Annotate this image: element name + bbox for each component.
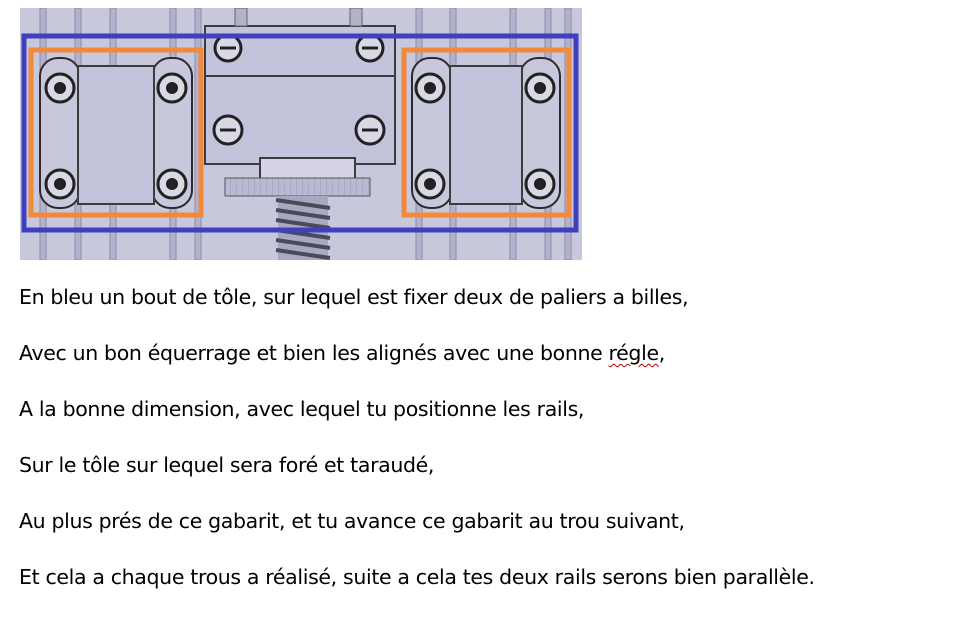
text-line-5: Au plus prés de ce gabarit, et tu avance… <box>19 509 685 533</box>
text-line-2-end: , <box>658 341 666 365</box>
screw-icon <box>212 114 244 146</box>
right-bearing-highlight <box>401 47 572 218</box>
text-line-2: Avec un bon équerrage et bien les aligné… <box>19 338 954 394</box>
screw-icon <box>44 72 76 104</box>
text-line-3: A la bonne dimension, avec lequel tu pos… <box>19 397 585 421</box>
left-bearing-highlight <box>28 47 204 218</box>
text-line-2-start: Avec un bon équerrage et bien les aligné… <box>19 341 609 365</box>
screw-heads <box>44 33 556 200</box>
screw-icon <box>355 33 385 63</box>
screw-icon <box>524 72 556 104</box>
screw-icon <box>156 72 188 104</box>
screw-icon <box>354 114 386 146</box>
screw-icon <box>213 33 243 63</box>
screw-icon <box>44 168 76 200</box>
text-line-1: En bleu un bout de tôle, sur lequel est … <box>19 285 689 309</box>
screw-icon <box>414 72 446 104</box>
instructions-text: En bleu un bout de tôle, sur lequel est … <box>19 282 954 618</box>
spelling-flagged-word: régle <box>608 341 660 365</box>
technical-drawing <box>20 7 582 261</box>
text-line-4: Sur le tôle sur lequel sera foré et tara… <box>19 453 435 477</box>
text-line-6: Et cela a chaque trous a réalisé, suite … <box>19 565 815 589</box>
screw-icon <box>414 168 446 200</box>
screw-icon <box>524 168 556 200</box>
screw-icon <box>156 168 188 200</box>
sheet-metal-plate-highlight <box>21 33 579 233</box>
ball-bearing-assembly-diagram <box>20 7 582 261</box>
